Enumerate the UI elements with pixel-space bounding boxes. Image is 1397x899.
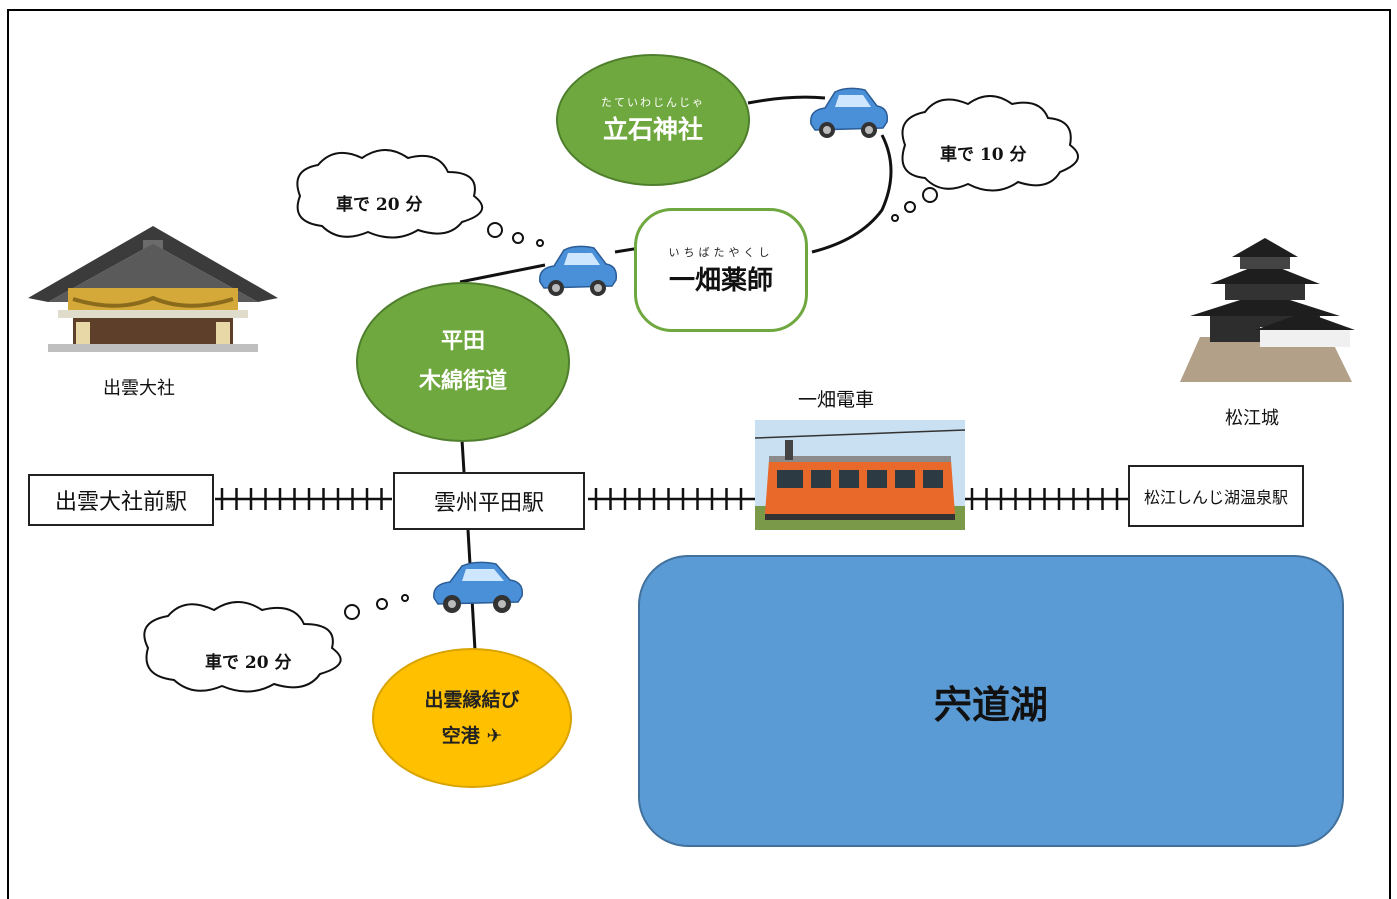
izumo-taisha-label: 出雲大社 xyxy=(103,378,175,399)
cloud-text-top-right: 車で 10 分 xyxy=(940,145,1027,165)
station-matsue-shinjiko-onsen: 松江しんじ湖温泉駅 xyxy=(1128,465,1304,527)
matsue-castle-illustration xyxy=(1180,238,1355,382)
ichibata-yakushi-node: いちばたやくし 一畑薬師 xyxy=(634,208,808,332)
cloud-top-left xyxy=(296,149,484,239)
ichibata-ruby: いちばたやくし xyxy=(668,245,774,259)
tateishi-name: 立石神社 xyxy=(602,115,703,144)
tateishi-ruby: たていわじんじゃ xyxy=(601,96,705,109)
airplane-icon: ✈ xyxy=(486,725,503,747)
hirata-line1: 平田 xyxy=(440,329,485,354)
izumo-taisha-illustration xyxy=(28,226,278,352)
railway-ties xyxy=(220,488,1119,510)
shinjiko-lake: 宍道湖 xyxy=(638,555,1344,847)
route-hirata-station xyxy=(460,439,466,473)
izumo-airport-node: 出雲縁結び 空港 ✈ xyxy=(372,648,572,788)
tateishi-shrine-node: たていわじんじゃ 立石神社 xyxy=(556,54,750,186)
train-label: 一畑電車 xyxy=(798,389,875,411)
station-izumo-taisha-mae: 出雲大社前駅 xyxy=(28,474,214,526)
lake-name: 宍道湖 xyxy=(933,682,1048,727)
route-tateishi-ichibata xyxy=(747,95,893,254)
map-frame xyxy=(7,9,1391,899)
cloud-text-bottom-left: 車で 20 分 xyxy=(205,653,292,673)
cloud-top-right xyxy=(901,95,1079,192)
car-icon-top xyxy=(810,87,889,138)
cloud-text-top-left: 車で 20 分 xyxy=(336,195,423,215)
cloud-bottom-left xyxy=(143,601,342,693)
hirata-momen-kaido-node: 平田 木綿街道 xyxy=(356,282,570,442)
station-unshu-hirata: 雲州平田駅 xyxy=(393,472,585,530)
car-icon-bottom xyxy=(433,561,523,613)
car-icon-middle xyxy=(539,245,618,296)
train-photo xyxy=(755,420,965,530)
airport-line2: 空港 xyxy=(441,725,480,747)
ichibata-name: 一畑薬師 xyxy=(668,265,773,296)
airport-line1: 出雲縁結び xyxy=(424,689,520,711)
hirata-line2: 木綿街道 xyxy=(418,369,507,394)
matsue-castle-label: 松江城 xyxy=(1225,408,1279,429)
